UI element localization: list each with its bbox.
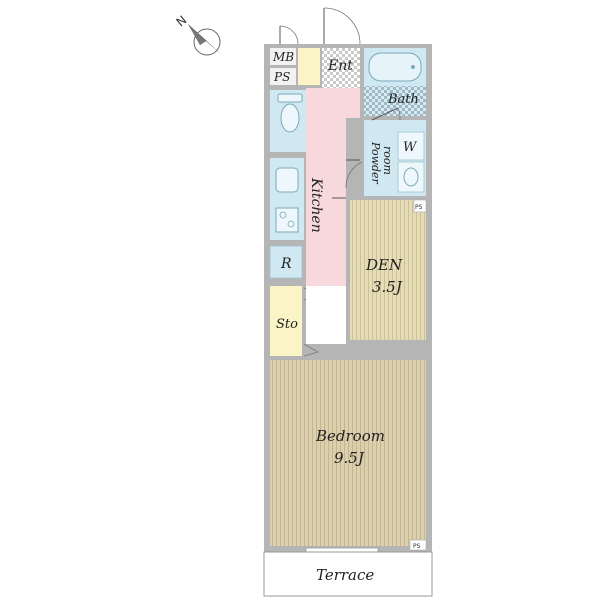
mb-cell — [270, 48, 296, 65]
toilet-tank-icon — [277, 93, 303, 103]
washer-label: W — [403, 140, 418, 155]
entrance-floor — [322, 48, 360, 88]
compass-needle-icon — [188, 24, 222, 55]
den-name-label: DEN — [365, 256, 403, 274]
ps-corner-cell — [409, 539, 427, 551]
ps-small-label: PS — [415, 204, 423, 211]
entrance-label: Ent — [327, 58, 353, 74]
corridor-lower — [306, 286, 346, 344]
ps-top-cell — [270, 68, 296, 85]
bath-door — [371, 107, 401, 121]
burner-icon — [279, 211, 287, 219]
bathtub-icon — [368, 52, 422, 82]
terrace-window — [305, 547, 379, 553]
ps-top-label: PS — [273, 70, 290, 84]
powder-room-label-1: Powder — [369, 141, 382, 185]
ps-small-cell — [413, 199, 427, 213]
entrance-door — [323, 7, 361, 45]
burner-icon — [287, 220, 295, 228]
storage-room — [270, 286, 302, 356]
ps-door — [279, 25, 299, 45]
terrace — [263, 551, 433, 597]
terrace-label: Terrace — [316, 566, 374, 584]
powder-room-label-2: room — [381, 146, 394, 175]
washer-cell — [397, 131, 425, 161]
powder-door — [345, 159, 363, 189]
kitchen-strip — [306, 152, 346, 286]
sink-icon — [275, 167, 299, 193]
den-size-label: 3.5J — [372, 278, 403, 296]
kitchen-label: Kitchen — [308, 177, 324, 233]
basin-icon — [403, 167, 419, 187]
bedroom-room — [270, 360, 426, 546]
den-room — [350, 200, 426, 340]
bathtub-drain-icon — [411, 65, 415, 69]
stove-icon — [275, 207, 299, 233]
toilet-bowl-icon — [280, 103, 300, 133]
bath-label: Bath — [387, 92, 419, 107]
mb-label: MB — [272, 50, 294, 64]
refrigerator-cell — [269, 245, 303, 279]
compass-needle-light-icon — [188, 24, 206, 45]
storage-label: Sto — [276, 317, 298, 332]
compass-label: N — [174, 13, 190, 29]
ps-top-shaft — [298, 48, 320, 85]
bedroom-size-label: 9.5J — [334, 449, 365, 467]
compass-circle — [193, 28, 221, 56]
ps-corner-label: PS — [413, 543, 421, 550]
compass: N — [174, 13, 222, 56]
basin-cell — [397, 161, 425, 193]
refrigerator-label: R — [280, 256, 292, 272]
bedroom-name-label: Bedroom — [315, 427, 385, 445]
